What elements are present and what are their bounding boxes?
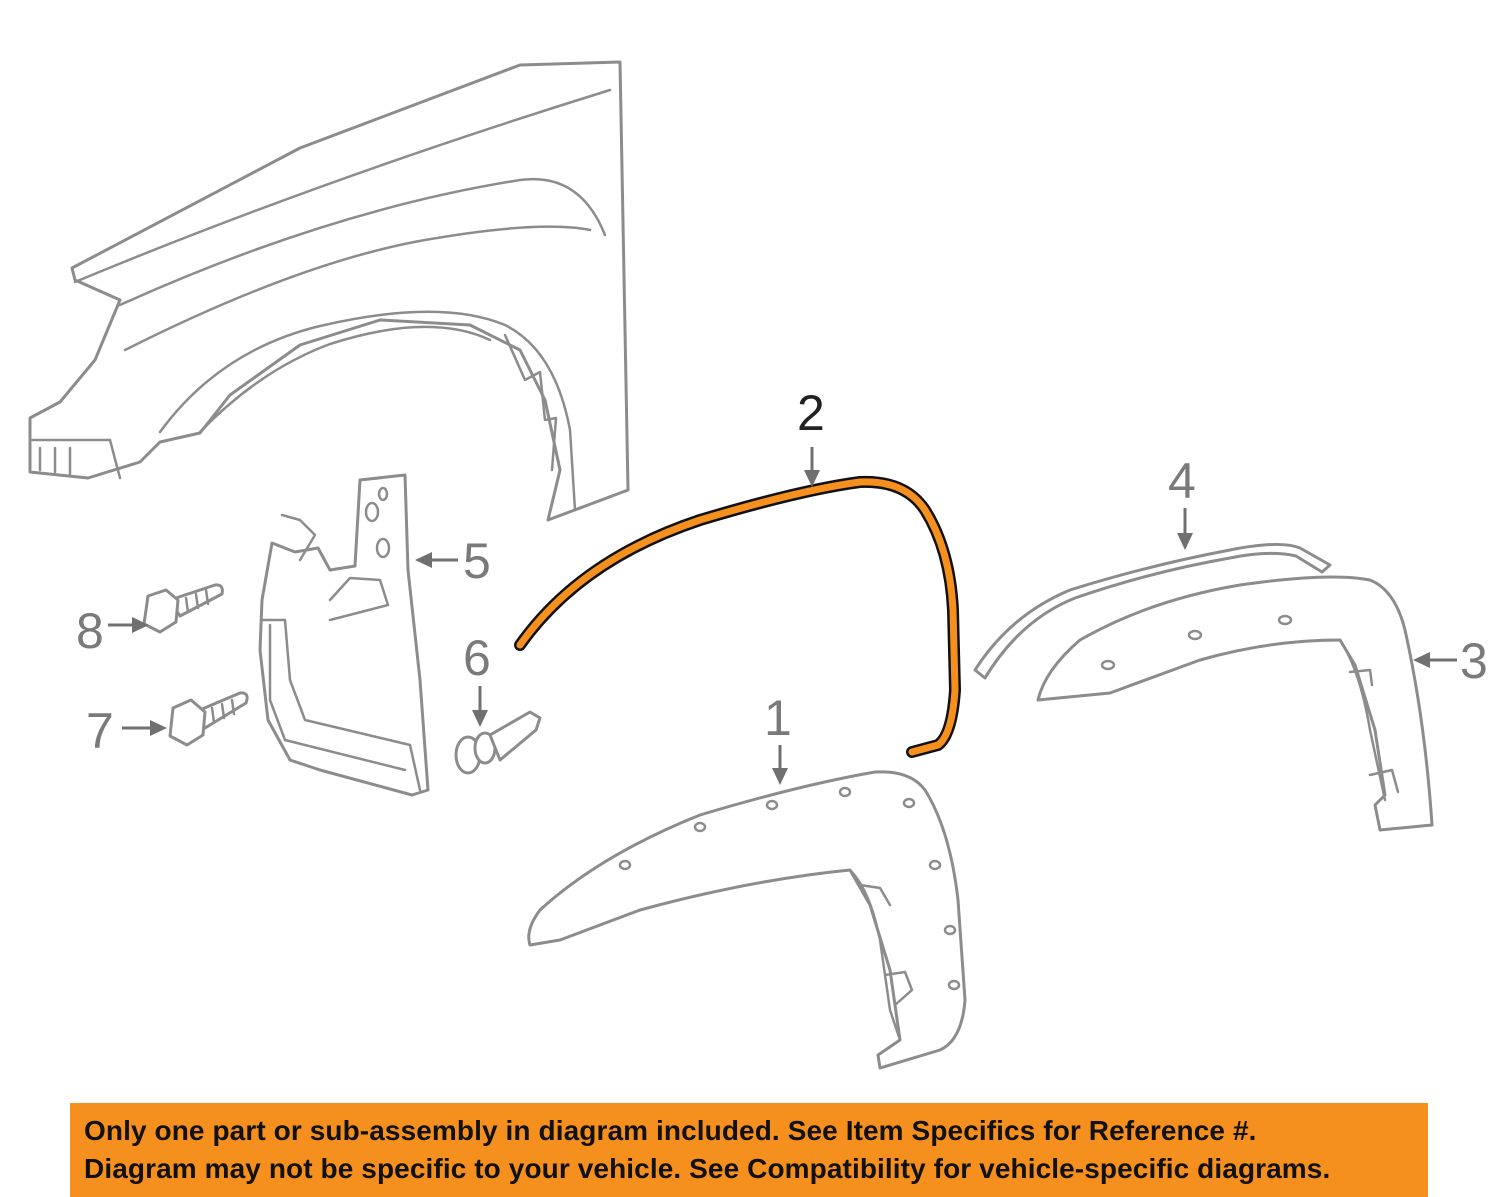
- flare-hole: [947, 979, 961, 991]
- fender: [28, 60, 630, 522]
- callout-7: 7: [86, 703, 167, 759]
- callout-8: 8: [76, 603, 149, 659]
- mud-flap: [258, 473, 430, 797]
- flare-hole: [618, 859, 632, 871]
- fender-flare-part-3: [1036, 575, 1434, 832]
- wheel-opening-molding-part-2: [514, 475, 962, 758]
- callout-label: 6: [463, 630, 491, 686]
- callout-3: 3: [1413, 633, 1488, 689]
- callout-1: 1: [764, 690, 792, 785]
- callout-label: 2: [797, 385, 825, 441]
- molding-part-4: [973, 542, 1332, 680]
- callout-2: 2: [797, 385, 825, 487]
- notice-line-2: Diagram may not be specific to your vehi…: [84, 1153, 1331, 1184]
- notice-line-1: Only one part or sub-assembly in diagram…: [84, 1115, 1257, 1146]
- flare-hole: [1277, 614, 1293, 626]
- callout-5: 5: [415, 533, 491, 589]
- flare-hole: [1187, 629, 1203, 641]
- callout-4: 4: [1168, 453, 1196, 550]
- clip-part-6: [454, 710, 542, 775]
- bolt-part-8: [142, 583, 224, 634]
- flare-hole: [1100, 659, 1116, 671]
- flare-hole: [902, 797, 916, 809]
- callout-label: 3: [1460, 633, 1488, 689]
- flare-hole: [943, 924, 957, 936]
- bolt-part-7: [168, 691, 249, 747]
- callout-6: 6: [463, 630, 491, 727]
- flare-hole: [928, 859, 942, 871]
- flare-hole: [693, 821, 707, 833]
- callout-label: 1: [764, 690, 792, 746]
- callout-label: 5: [463, 533, 491, 589]
- callout-label: 7: [86, 703, 114, 759]
- mud-flap-hole: [364, 501, 380, 523]
- notice-banner: Only one part or sub-assembly in diagram…: [70, 1103, 1428, 1197]
- fender-flare-part-1: [527, 770, 967, 1070]
- callout-label: 4: [1168, 453, 1196, 509]
- callout-label: 8: [76, 603, 104, 659]
- flare-hole: [838, 786, 852, 798]
- mud-flap-hole: [377, 486, 389, 502]
- flare-hole: [765, 799, 779, 811]
- mud-flap-hole: [375, 537, 391, 559]
